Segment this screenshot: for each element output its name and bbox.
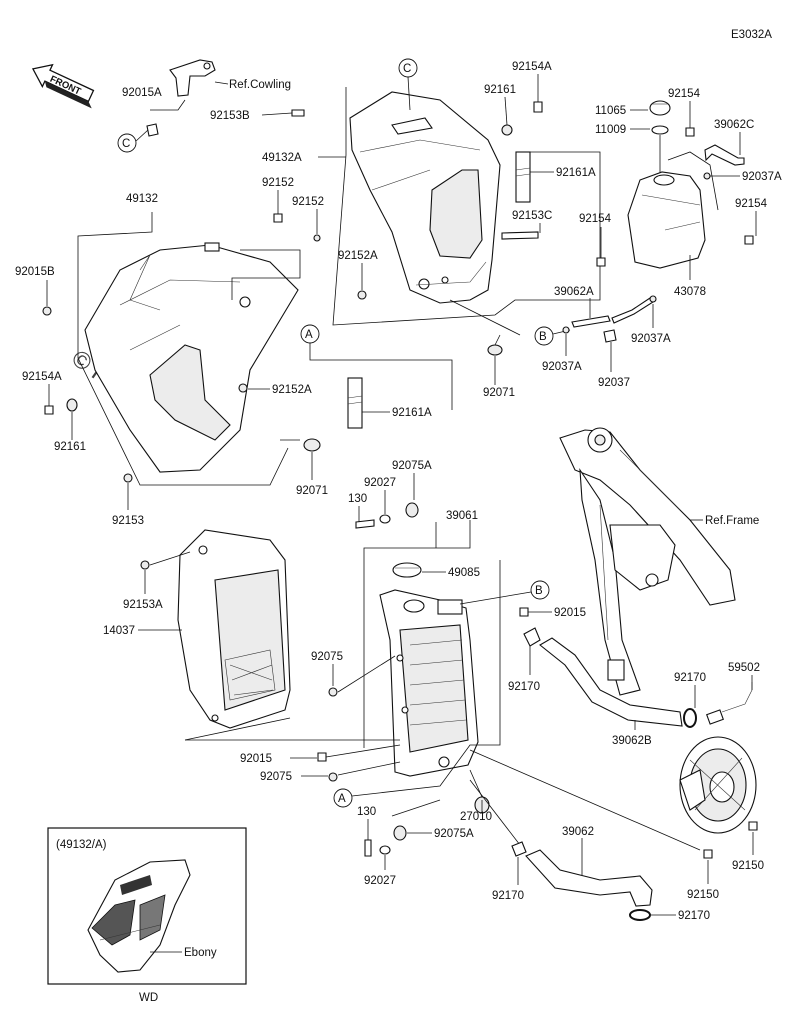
part-92150-a: 92150	[732, 860, 764, 872]
part-11009: 11009	[595, 124, 626, 136]
spacer-92161A-mid	[347, 377, 363, 429]
svg-text:C: C	[122, 138, 130, 150]
part-92071-mid: 92071	[483, 387, 515, 399]
part-92154-r3: 92154	[735, 198, 768, 210]
callout-b-mid: B	[530, 580, 550, 600]
part-92015B: 92015B	[15, 266, 55, 278]
part-92152A-mid: 92152A	[338, 250, 378, 262]
part-92153A: 92153A	[123, 599, 163, 611]
part-14037: 14037	[103, 625, 135, 637]
hose-39062B	[539, 637, 683, 727]
part-92161-left: 92161	[54, 441, 86, 453]
part-92015-bot: 92015	[240, 753, 272, 765]
part-92152-top: 92152	[292, 196, 324, 208]
callout-c-left: C	[117, 133, 137, 153]
part-49132A: 49132A	[262, 152, 302, 164]
radiator-shroud-14037	[177, 529, 291, 729]
svg-text:A: A	[338, 793, 346, 805]
spacer-92161A-top	[515, 151, 531, 203]
hose-39062	[525, 849, 653, 907]
part-92161A-mid: 92161A	[392, 407, 432, 419]
part-92015-r: 92015	[554, 607, 586, 619]
part-11065: 11065	[595, 105, 626, 117]
svg-text:B: B	[535, 585, 543, 597]
part-92027-bot: 92027	[364, 875, 396, 887]
part-130-bot: 130	[357, 806, 376, 818]
part-92037: 92037	[598, 377, 630, 389]
inset-ebony-label: Ebony	[184, 947, 217, 959]
part-27010: 27010	[460, 811, 492, 823]
callout-b-top: B	[534, 326, 554, 346]
diagram-code: E3032A	[731, 29, 772, 41]
part-49132: 49132	[126, 193, 158, 205]
inset-title: (49132/A)	[56, 839, 107, 851]
part-92170-bot1: 92170	[492, 890, 524, 902]
part-92150-b: 92150	[687, 889, 719, 901]
part-92153B: 92153B	[210, 110, 250, 122]
part-92152-a: 92152	[262, 177, 294, 189]
outer-shroud-49132	[84, 242, 299, 473]
cowling-bracket	[146, 59, 216, 137]
part-92037A-r3: 92037A	[542, 361, 582, 373]
part-49085: 49085	[448, 567, 480, 579]
part-59502: 59502	[728, 662, 760, 674]
svg-text:B: B	[539, 331, 547, 343]
part-92075-left: 92075	[311, 651, 343, 663]
radiator-39061	[379, 589, 479, 777]
part-92154A-top: 92154A	[512, 61, 552, 73]
part-92153: 92153	[112, 515, 144, 527]
part-92015A: 92015A	[122, 87, 162, 99]
part-92071-left: 92071	[296, 485, 328, 497]
inset-code: WD	[139, 992, 158, 1004]
part-92170-r: 92170	[674, 672, 706, 684]
part-39062C: 39062C	[714, 119, 754, 131]
part-92075-bot: 92075	[260, 771, 292, 783]
part-92154-r1: 92154	[668, 88, 701, 100]
part-92161A-top: 92161A	[556, 167, 596, 179]
part-39062: 39062	[562, 826, 594, 838]
inner-cowl-49132A	[349, 91, 501, 304]
callout-a-bot: A	[333, 788, 353, 808]
part-92170-mid: 92170	[508, 681, 540, 693]
callout-a-left: A	[300, 324, 320, 344]
front-arrow-icon: FRONT	[31, 63, 95, 109]
inset-panel: (49132/A) Ebony	[47, 827, 247, 985]
part-39061: 39061	[446, 510, 478, 522]
part-92161-top: 92161	[484, 84, 516, 96]
part-92037A-r1: 92037A	[742, 171, 782, 183]
part-92153C: 92153C	[512, 210, 552, 222]
svg-text:C: C	[403, 63, 411, 75]
part-92152A-left: 92152A	[272, 384, 312, 396]
frame	[559, 427, 736, 696]
reservoir-tank-43078	[627, 171, 706, 269]
part-39062B: 39062B	[612, 735, 652, 747]
svg-text:A: A	[305, 329, 313, 341]
callout-c-top: C	[398, 58, 418, 78]
part-130-top: 130	[348, 493, 367, 505]
part-92154-r2: 92154	[579, 213, 612, 225]
part-92037A-r2: 92037A	[631, 333, 671, 345]
part-92170-bot2: 92170	[678, 910, 710, 922]
part-92075A-bot: 92075A	[434, 828, 474, 840]
ref-cowling-label: Ref.Cowling	[229, 79, 291, 91]
part-92027-top: 92027	[364, 477, 396, 489]
radiator-cap-49085	[392, 562, 422, 578]
cooling-fan	[679, 736, 757, 834]
part-92154A-left: 92154A	[22, 371, 62, 383]
ref-frame-label: Ref.Frame	[705, 515, 759, 527]
part-92075A-top: 92075A	[392, 460, 432, 472]
fan-switch-59502	[706, 682, 753, 725]
part-39062A: 39062A	[554, 286, 594, 298]
part-43078: 43078	[674, 286, 706, 298]
